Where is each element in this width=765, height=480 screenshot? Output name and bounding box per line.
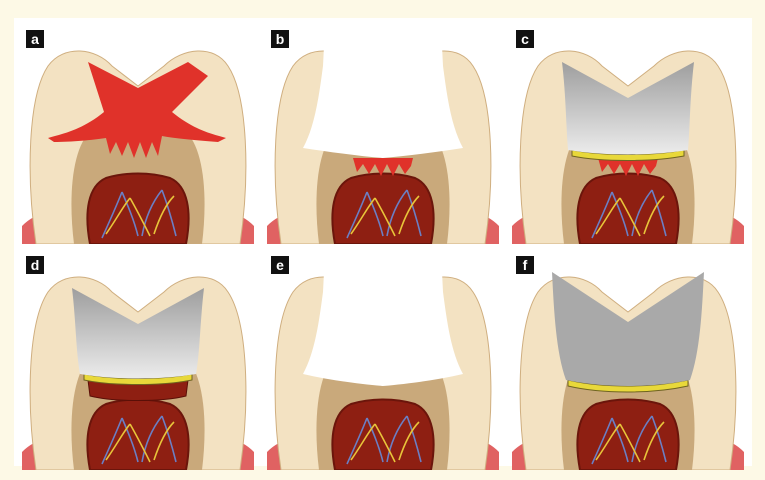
cavity-preparation [303, 252, 463, 386]
tooth-b-illustration [267, 26, 499, 244]
panel-label-c: c [516, 30, 534, 48]
panel-a: a [22, 26, 254, 244]
cavity-preparation [303, 26, 463, 158]
restoration-filling [562, 62, 694, 155]
tooth-treatment-figure: a b c [14, 18, 752, 466]
panel-e: e [267, 252, 499, 470]
panel-f: f [512, 252, 744, 470]
tooth-c-illustration [512, 26, 744, 244]
panel-label-e: e [271, 256, 289, 274]
tooth-e-illustration [267, 252, 499, 470]
panel-label-f: f [516, 256, 534, 274]
panel-b: b [267, 26, 499, 244]
panel-label-d: d [26, 256, 44, 274]
panel-label-a: a [26, 30, 44, 48]
panel-c: c [512, 26, 744, 244]
restoration-filling [72, 288, 204, 379]
tooth-d-illustration [22, 252, 254, 470]
tooth-f-illustration [512, 252, 744, 470]
tooth-a-illustration [22, 26, 254, 244]
restoration-filling [552, 272, 704, 386]
panel-d: d [22, 252, 254, 470]
panel-label-b: b [271, 30, 289, 48]
